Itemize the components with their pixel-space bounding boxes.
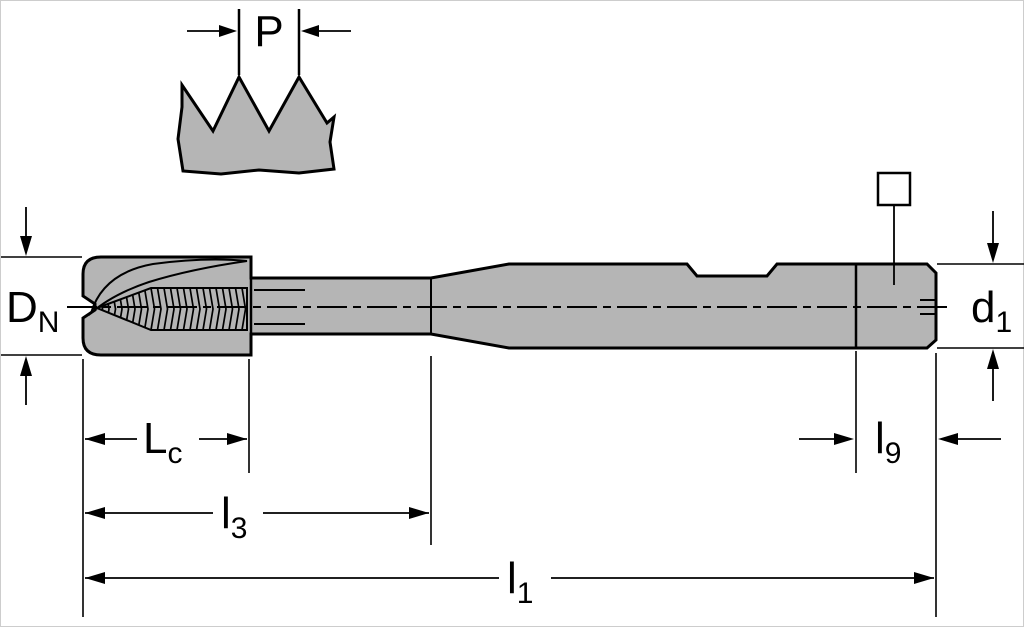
chamfer-lens-curve [89, 258, 248, 317]
l3-arrow-right-head [409, 507, 429, 519]
dimension-chamfer-length: Lc [82, 359, 250, 617]
label-shank-diameter: d1 [971, 283, 1012, 339]
thread-profile-shape [176, 73, 337, 176]
d1-arrow-bottom-head [987, 349, 999, 369]
Lc-arrow-right-head [227, 433, 247, 445]
d1-arrow-top-head [987, 243, 999, 263]
dimension-thread-length: l3 [85, 356, 432, 545]
l1-arrow-left-head [85, 572, 105, 584]
l9-arrow-right-head [938, 433, 958, 445]
label-thread-length: l3 [221, 489, 247, 545]
dimension-square-length: l9 [799, 351, 1001, 473]
l3-arrow-left-head [85, 507, 105, 519]
l9-arrow-left-head [834, 433, 854, 445]
pitch-arrow-left-head [219, 25, 237, 37]
label-thread-diameter: DN [6, 283, 59, 339]
label-overall-length: l1 [507, 554, 533, 610]
label-chamfer-length: Lc [143, 414, 182, 470]
Lc-arrow-left-head [85, 433, 105, 445]
thread-pitch-detail: P [176, 7, 351, 176]
label-square-length: l9 [875, 414, 901, 470]
square-symbol-icon [876, 171, 912, 207]
dimension-shank-diameter: d1 [937, 211, 1024, 401]
pitch-arrow-right-head [301, 25, 319, 37]
square-drive-symbol [876, 171, 912, 285]
label-pitch: P [254, 7, 283, 56]
tap-body [67, 255, 953, 357]
l1-arrow-right-head [914, 572, 934, 584]
DN-arrow-top-head [20, 236, 32, 256]
dimension-thread-diameter: DN [1, 207, 82, 405]
dimension-overall-length: l1 [85, 353, 937, 617]
DN-arrow-bottom-head [20, 356, 32, 376]
thread-hatch-band [94, 287, 248, 331]
